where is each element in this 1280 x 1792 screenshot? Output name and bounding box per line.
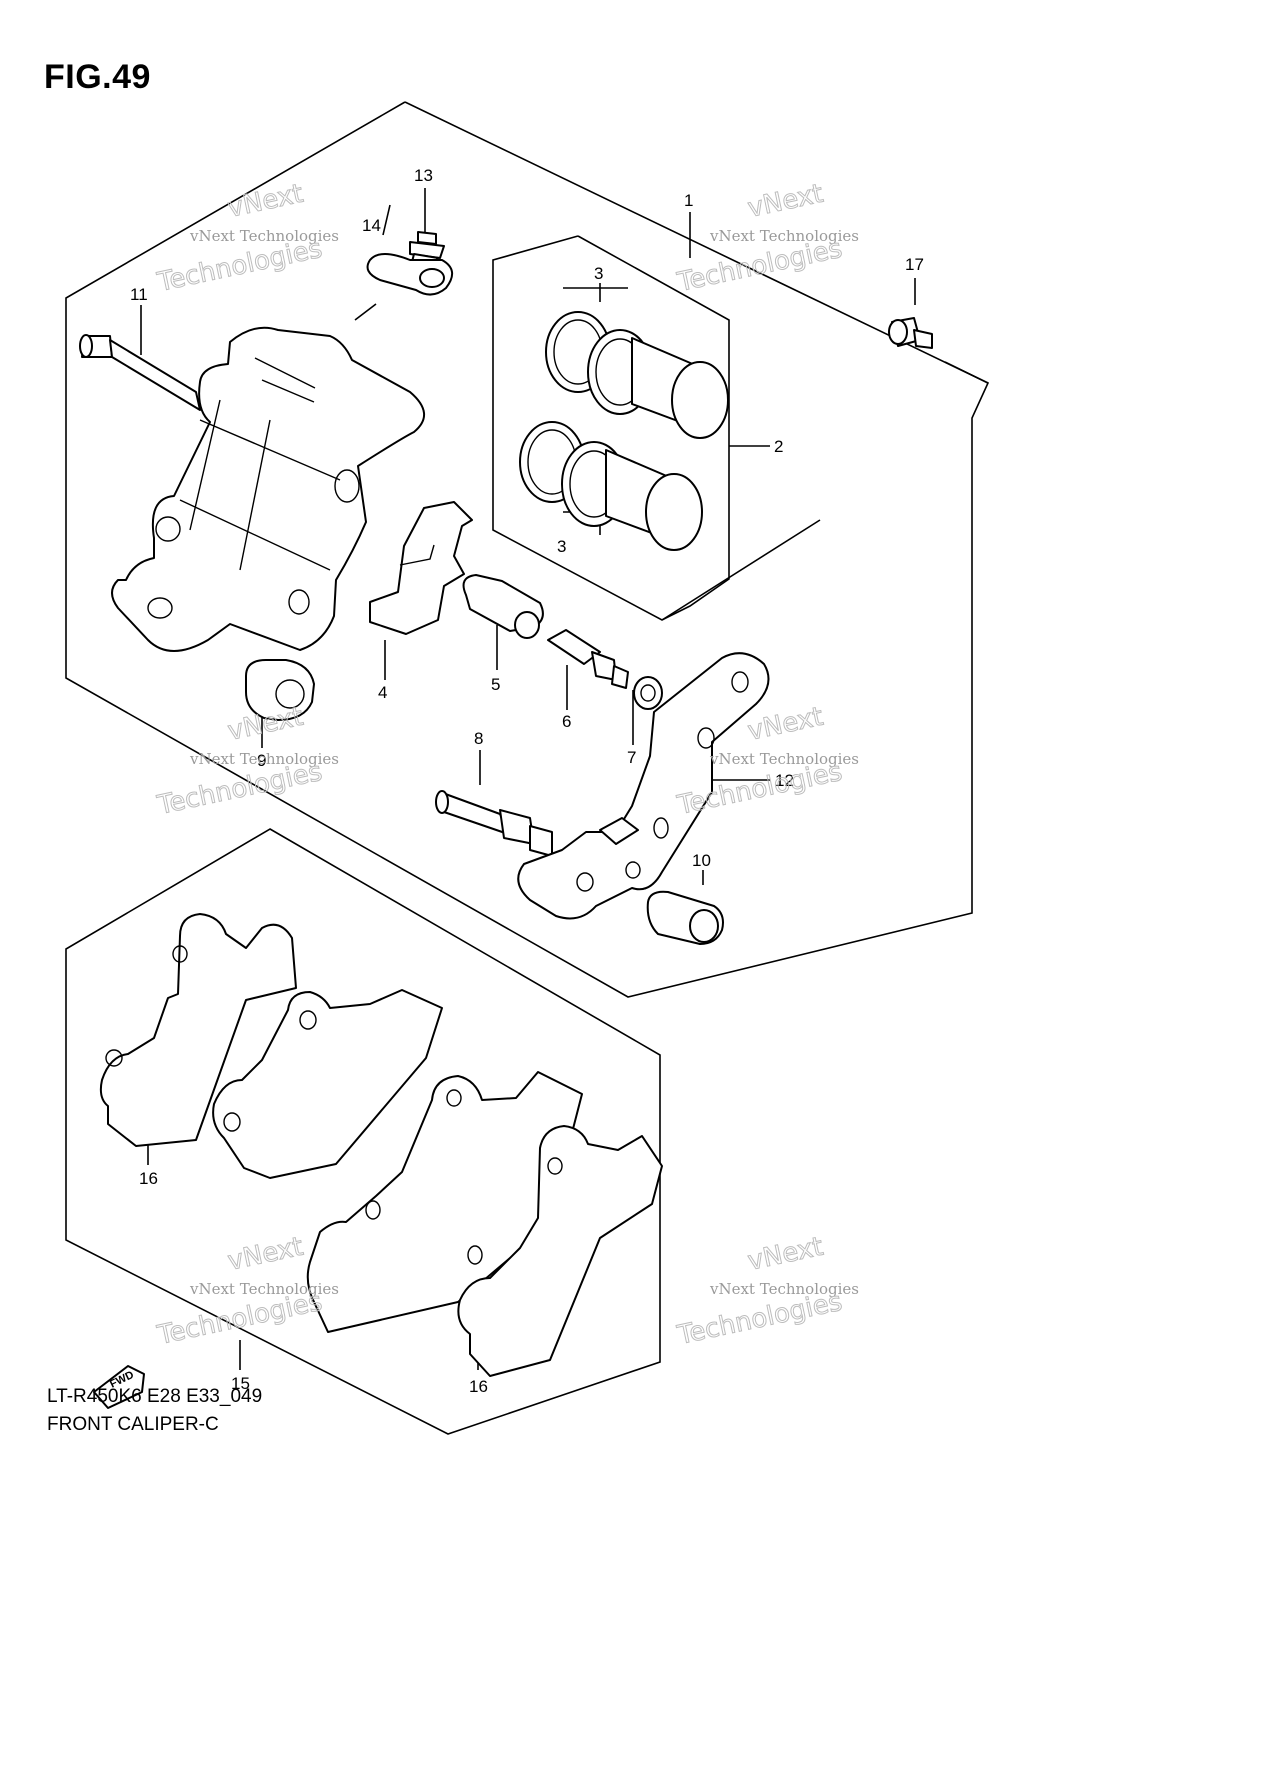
brake-pad-left bbox=[212, 989, 443, 1179]
part-label-3-upper: 3 bbox=[594, 264, 603, 283]
svg-text:vNext: vNext bbox=[225, 702, 306, 747]
part-label-9: 9 bbox=[257, 751, 266, 770]
bracket-bolt bbox=[435, 790, 553, 857]
bleeder-cap bbox=[366, 253, 453, 296]
part-label-16-right: 16 bbox=[469, 1377, 488, 1396]
part-labels: 1 2 3 3 4 5 6 7 8 9 10 11 12 13 14 15 16… bbox=[130, 166, 924, 1396]
watermark: vNext vNext Technologies Technologies bbox=[674, 178, 859, 298]
part-label-17: 17 bbox=[905, 255, 924, 274]
part-label-6: 6 bbox=[562, 712, 571, 731]
caliper-bolt bbox=[547, 629, 629, 689]
boot bbox=[245, 659, 315, 721]
part-label-10: 10 bbox=[692, 851, 711, 870]
sleeve bbox=[462, 574, 544, 639]
svg-text:vNext: vNext bbox=[225, 179, 306, 224]
pad-shim-left bbox=[99, 913, 297, 1147]
part-label-5: 5 bbox=[491, 675, 500, 694]
bushing bbox=[646, 890, 724, 945]
piston-inset-outline bbox=[492, 235, 730, 621]
pad-shim-right bbox=[457, 1125, 663, 1377]
pistons-and-seals bbox=[519, 311, 729, 551]
pad-spring bbox=[369, 501, 473, 635]
caliper-pin bbox=[79, 334, 201, 411]
svg-text:vNext Technologies: vNext Technologies bbox=[189, 227, 339, 245]
part-label-3-lower: 3 bbox=[557, 537, 566, 556]
caliper-group-outline bbox=[65, 101, 990, 998]
svg-text:vNext: vNext bbox=[225, 1232, 306, 1277]
brake-pad-right bbox=[306, 1071, 583, 1333]
pad-group-outline bbox=[65, 828, 661, 1435]
watermark: vNext vNext Technologies Technologies bbox=[154, 178, 339, 298]
caliper-bracket bbox=[517, 652, 770, 920]
washer bbox=[633, 676, 663, 710]
part-label-2: 2 bbox=[774, 437, 783, 456]
part-label-12: 12 bbox=[775, 771, 794, 790]
mounting-bolt bbox=[888, 317, 933, 349]
caliper-body bbox=[111, 326, 425, 652]
svg-text:vNext: vNext bbox=[745, 1232, 826, 1277]
part-label-15: 15 bbox=[231, 1374, 250, 1393]
part-label-7: 7 bbox=[627, 748, 636, 767]
svg-text:vNext Technologies: vNext Technologies bbox=[709, 750, 859, 768]
part-label-8: 8 bbox=[474, 729, 483, 748]
svg-text:vNext Technologies: vNext Technologies bbox=[709, 227, 859, 245]
model-code-caption: LT-R450K6 E28 E33_049 bbox=[47, 1386, 263, 1407]
svg-text:vNext Technologies: vNext Technologies bbox=[189, 750, 339, 768]
part-label-11: 11 bbox=[130, 285, 148, 304]
watermark: vNext vNext Technologies Technologies bbox=[154, 1231, 339, 1351]
svg-text:vNext Technologies: vNext Technologies bbox=[709, 1280, 859, 1298]
part-label-14: 14 bbox=[362, 216, 381, 235]
part-label-1: 1 bbox=[684, 191, 693, 210]
part-label-13: 13 bbox=[414, 166, 433, 185]
bracket-divider bbox=[661, 519, 821, 621]
watermark: vNext vNext Technologies Technologies bbox=[674, 1231, 859, 1351]
part-label-16-left: 16 bbox=[139, 1169, 158, 1188]
figure-name-caption: FRONT CALIPER-C bbox=[47, 1414, 219, 1435]
svg-text:vNext: vNext bbox=[745, 702, 826, 747]
part-label-4: 4 bbox=[378, 683, 387, 702]
watermark: vNext vNext Technologies Technologies bbox=[154, 701, 339, 821]
svg-text:vNext: vNext bbox=[745, 179, 826, 224]
svg-text:vNext Technologies: vNext Technologies bbox=[189, 1280, 339, 1298]
figure-title: FIG.49 bbox=[44, 58, 151, 96]
brake-pads bbox=[99, 913, 663, 1377]
